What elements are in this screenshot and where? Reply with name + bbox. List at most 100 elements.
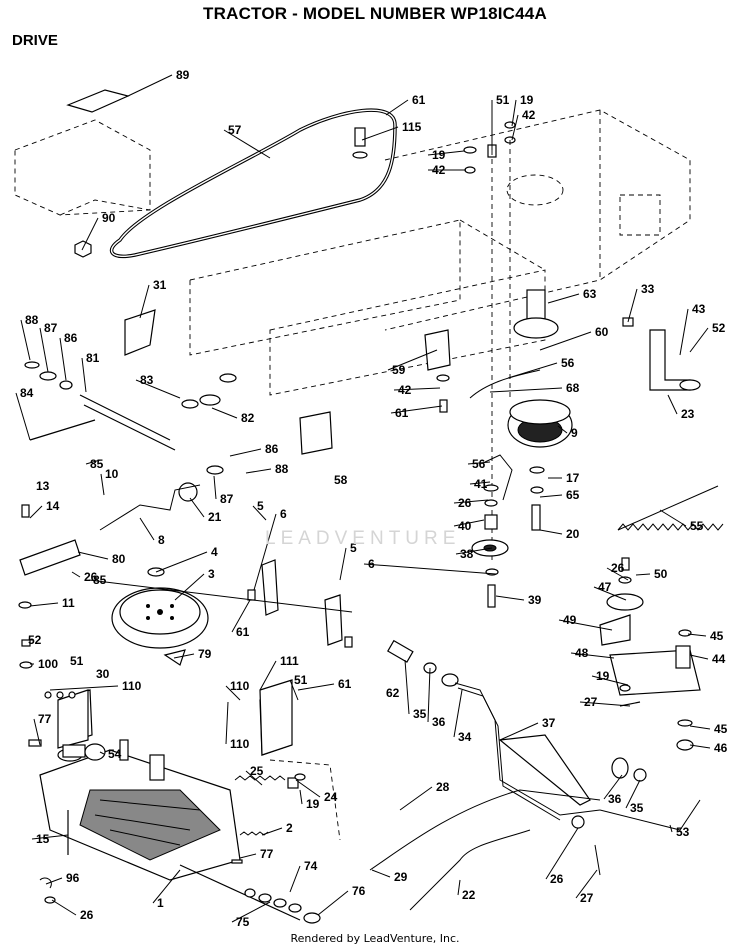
leader-line: [81, 357, 87, 393]
leader-line: [591, 675, 629, 686]
leader-line: [453, 499, 489, 504]
part-number-callout: 42: [432, 163, 446, 177]
part-number-callout: 52: [28, 633, 42, 647]
leader-line: [689, 654, 709, 660]
part-number-callout: 34: [458, 730, 472, 744]
part-number-callout: 96: [66, 871, 80, 885]
leader-line: [625, 779, 641, 809]
leader-line: [469, 481, 491, 485]
part-number-callout: 115: [402, 120, 422, 134]
part-number-callout: 50: [654, 567, 668, 581]
part-number-callout: 76: [352, 884, 366, 898]
leader-line: [31, 834, 69, 840]
part-number-callout: 57: [228, 123, 242, 137]
leader-line: [453, 689, 463, 738]
leader-line: [399, 786, 433, 811]
part-number-callout: 38: [460, 547, 474, 561]
part-number-callout: 35: [630, 801, 644, 815]
leader-line: [239, 853, 257, 859]
leader-line: [99, 751, 105, 755]
part-number-callout: 61: [395, 406, 409, 420]
part-number-callout: 44: [712, 652, 726, 666]
part-number-callout: 51: [496, 93, 510, 107]
pedal-linkage: [369, 639, 701, 911]
part-number-callout: 22: [462, 888, 476, 902]
leader-line: [155, 551, 208, 573]
part-number-callout: 56: [472, 457, 486, 471]
part-number-callout: 21: [208, 510, 222, 524]
leader-line: [231, 901, 271, 923]
leader-line: [39, 327, 49, 373]
leader-line: [15, 392, 31, 441]
leader-line: [259, 660, 277, 691]
leader-line: [455, 547, 493, 555]
leader-line: [49, 685, 119, 691]
part-number-callout: 52: [712, 321, 726, 335]
leader-line: [253, 513, 277, 591]
part-number-callout: 6: [280, 507, 287, 521]
part-number-callout: 75: [236, 915, 250, 929]
part-number-callout: 9: [571, 426, 578, 440]
part-number-callout: 8: [158, 533, 165, 547]
leader-line: [393, 387, 441, 391]
part-number-callout: 42: [398, 383, 412, 397]
part-number-callout: 53: [676, 825, 690, 839]
part-number-callout: 6: [368, 557, 375, 571]
leader-line: [139, 284, 150, 319]
part-number-callout: 89: [176, 68, 190, 82]
section-heading: DRIVE: [12, 32, 58, 49]
part-number-callout: 55: [690, 519, 704, 533]
part-number-callout: 47: [598, 580, 612, 594]
leader-line: [127, 74, 173, 97]
leader-line: [225, 685, 241, 701]
part-number-callout: 19: [306, 797, 320, 811]
leader-line: [29, 505, 43, 519]
part-number-callout: 27: [584, 695, 598, 709]
part-number-callout: 5: [350, 541, 357, 555]
leader-line: [229, 448, 262, 457]
leader-line: [427, 667, 431, 723]
leader-line: [297, 683, 335, 691]
part-number-callout: 49: [563, 613, 577, 627]
part-number-callout: 25: [250, 764, 264, 778]
part-number-callout: 79: [198, 647, 212, 661]
part-number-callout: 85: [93, 573, 107, 587]
leader-line: [100, 473, 105, 496]
leader-line: [687, 633, 707, 637]
leader-line: [189, 497, 205, 518]
part-number-callout: 88: [275, 462, 289, 476]
part-number-callout: 39: [528, 593, 542, 607]
leader-line: [489, 387, 563, 393]
leader-line: [511, 99, 517, 127]
part-number-callout: 60: [595, 325, 609, 339]
leader-line: [603, 774, 623, 800]
part-number-callout: 90: [102, 211, 116, 225]
leader-line: [139, 517, 155, 541]
part-number-callout: 17: [566, 471, 580, 485]
part-number-callout: 84: [20, 386, 34, 400]
brackets-5-6: [247, 559, 353, 648]
part-number-callout: 26: [458, 496, 472, 510]
leader-line: [539, 331, 592, 351]
part-number-callout: 58: [334, 473, 348, 487]
part-number-callout: 15: [36, 832, 50, 846]
part-number-callout: 33: [641, 282, 655, 296]
leader-line: [511, 114, 519, 141]
bracket-23: [622, 317, 701, 391]
leader-line: [627, 288, 638, 323]
part-number-callout: 1: [157, 896, 164, 910]
leader-line: [659, 509, 687, 527]
idler-arm: [599, 557, 701, 751]
leader-line: [545, 827, 579, 880]
part-number-callout: 62: [386, 686, 400, 700]
leader-line: [689, 327, 709, 353]
part-number-callout: 28: [436, 780, 450, 794]
leader-line: [495, 595, 525, 601]
page-title: TRACTOR - MODEL NUMBER WP18IC44A: [203, 4, 547, 23]
part-number-callout: 61: [236, 625, 250, 639]
leader-line: [299, 789, 303, 805]
leader-line: [20, 319, 31, 361]
part-number-callout: 2: [286, 821, 293, 835]
leader-line: [289, 865, 301, 893]
